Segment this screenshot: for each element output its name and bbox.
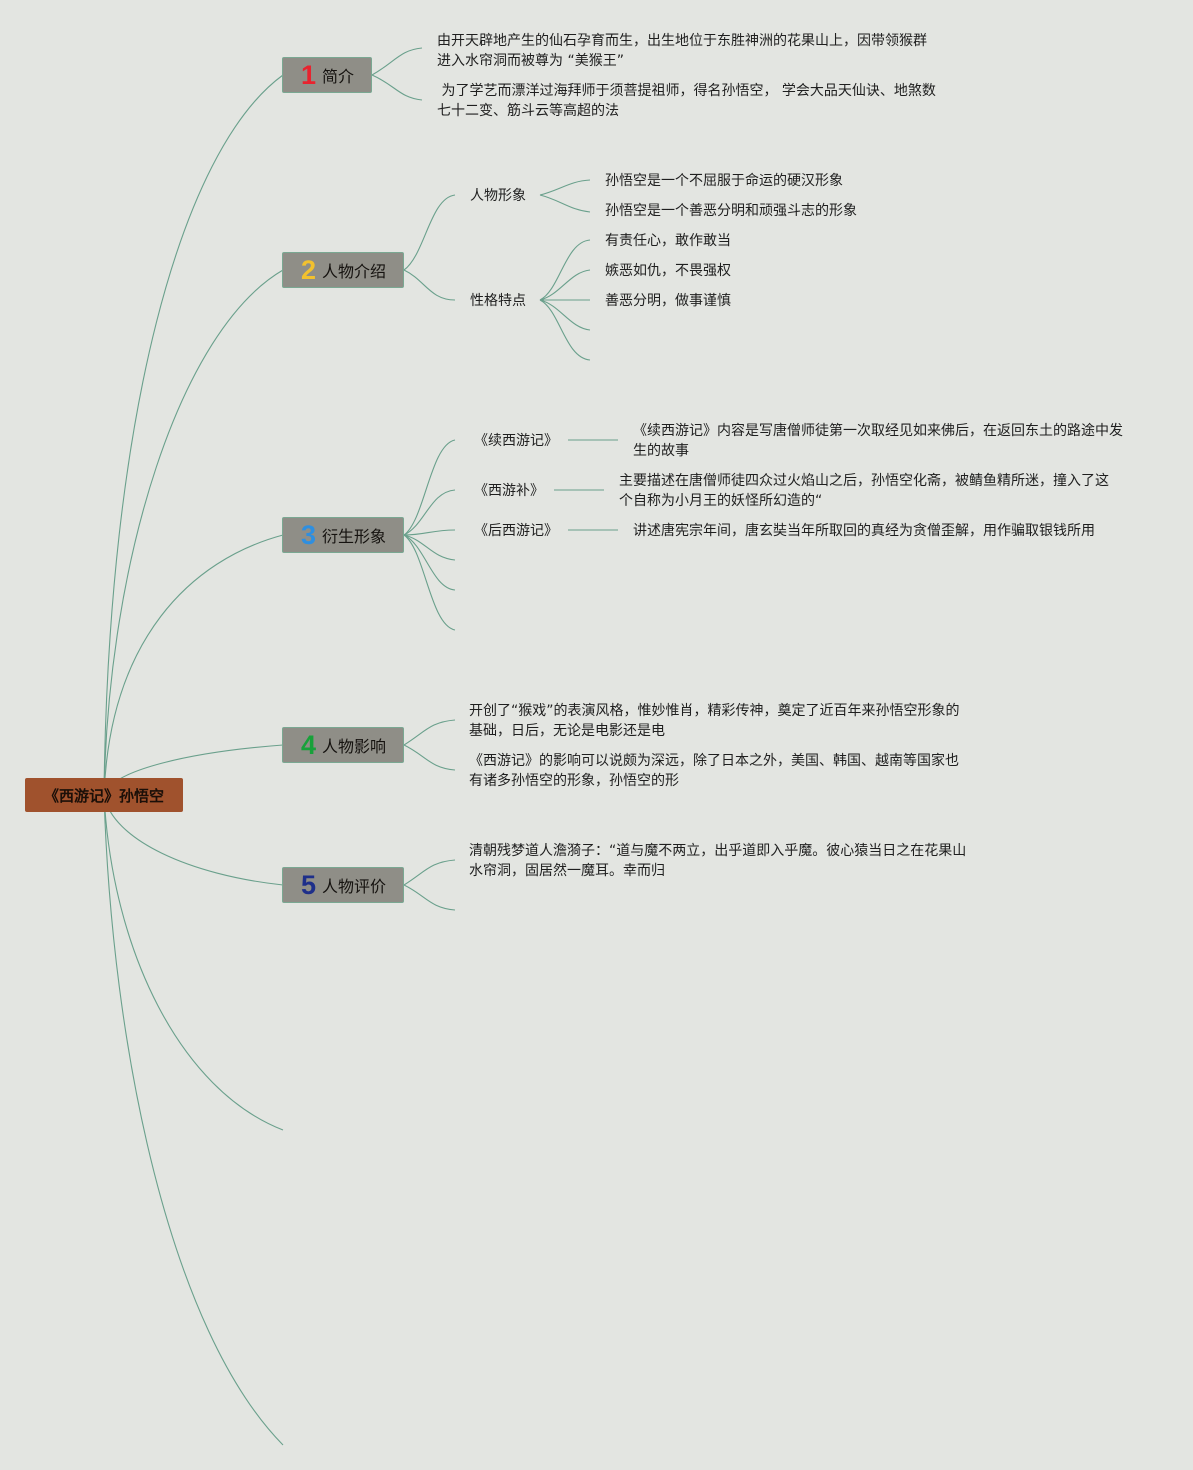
link-t1-d2 [371,74,423,101]
topic-node-influence[interactable]: 4 人物影响 [282,727,404,763]
topic-node-evaluation[interactable]: 5 人物评价 [282,867,404,903]
link-sub2-i1 [539,239,591,301]
link-t2-sub1 [403,194,456,271]
topic-label: 人物介绍 [322,262,387,281]
topic-node-intro[interactable]: 1 简介 [282,57,372,93]
number-4-icon: 4 [301,729,317,760]
number-3-icon: 3 [301,519,317,550]
link-t4-d2 [403,744,456,771]
topic1-detail-1: 由开天辟地产生的仙石孕育而生，出生地位于东胜神洲的花果山上，因带领猴群 进入水帘… [437,33,927,69]
link-sub1-i2 [539,194,591,213]
link-t3-e2 [403,534,456,591]
topic4-detail-1: 开创了“猴戏”的表演风格，惟妙惟肖，精彩传神，奠定了近百年来孙悟空形象的 基础，… [469,703,960,739]
link-t3-e3 [403,534,456,631]
number-2-icon: 2 [301,254,317,285]
topic-label: 人物影响 [322,737,387,756]
subtopic-book[interactable]: 《续西游记》 [474,433,558,449]
subtopic-item: 嫉恶如仇，不畏强权 [605,263,731,279]
topic-label: 衍生形象 [322,527,387,546]
subtopic-item: 有责任心，敢作敢当 [605,233,731,249]
link-t1-d1 [371,47,423,76]
topic4-detail-2: 《西游记》的影响可以说颇为深远，除了日本之外，美国、韩国、越南等国家也 有诸多孙… [469,753,959,789]
subtopic-personality[interactable]: 性格特点 [470,293,526,309]
topic-label: 简介 [322,67,355,86]
subtopic-book-detail: 讲述唐宪宗年间，唐玄奘当年所取回的真经为贪僧歪解，用作骗取银钱所用 [633,523,1095,539]
link-root-empty2 [103,794,284,1446]
link-t3-s3 [403,529,456,536]
subtopic-character-image[interactable]: 人物形象 [470,188,526,204]
topic-label: 人物评价 [322,877,387,896]
link-t2-sub2 [403,269,456,301]
number-5-icon: 5 [301,869,317,900]
subtopic-book-detail: 《续西游记》内容是写唐僧师徒第一次取经见如来佛后，在返回东土的路途中发 生的故事 [633,423,1123,459]
subtopic-book[interactable]: 《后西游记》 [474,523,558,539]
number-1-icon: 1 [301,59,317,90]
link-sub2-i2 [539,269,591,301]
link-t3-e1 [403,534,456,561]
topic-node-character-intro[interactable]: 2 人物介绍 [282,252,404,288]
link-root-topic3 [103,534,284,796]
subtopic-book-detail: 主要描述在唐僧师徒四众过火焰山之后，孙悟空化斋，被鲭鱼精所迷，撞入了这 个自称为… [619,473,1109,509]
link-sub1-i1 [539,179,591,196]
topic1-detail-2: 为了学艺而漂洋过海拜师于须菩提祖师，得名孙悟空， 学会大品天仙诀、地煞数 七十二… [437,83,936,119]
link-root-topic1 [103,74,284,796]
link-t4-d1 [403,719,456,746]
subtopic-item: 孙悟空是一个善恶分明和顽强斗志的形象 [605,203,857,219]
link-root-empty1 [103,794,284,1131]
subtopic-item: 善恶分明，做事谨慎 [605,293,731,309]
topic-node-derivatives[interactable]: 3 衍生形象 [282,517,404,553]
link-t3-s1 [403,439,456,536]
link-sub2-i4 [539,299,591,331]
link-root-topic2 [103,269,284,796]
subtopic-item: 孙悟空是一个不屈服于命运的硬汉形象 [605,173,843,189]
subtopic-book[interactable]: 《西游补》 [474,483,544,499]
link-t5-e1 [403,884,456,911]
link-t5-d1 [403,859,456,886]
link-sub2-i5 [539,299,591,361]
root-node[interactable]: 《西游记》孙悟空 [25,778,183,812]
link-t3-s2 [403,489,456,536]
topic5-detail-1: 清朝残梦道人澹漪子：“道与魔不两立，出乎道即入乎魔。彼心猿当日之在花果山 水帘洞… [469,843,967,879]
